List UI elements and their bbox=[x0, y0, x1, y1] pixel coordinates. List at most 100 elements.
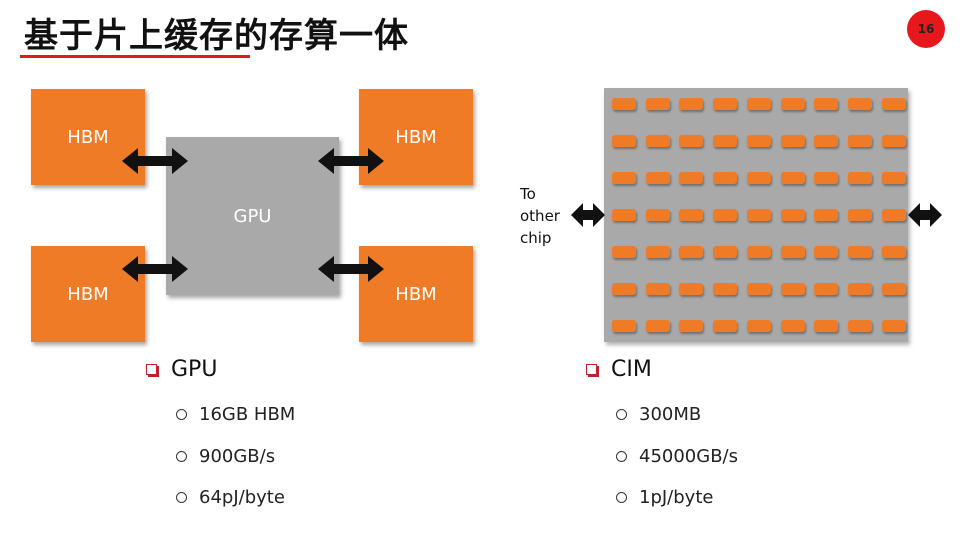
arrow-hbm-gpu-top-left bbox=[122, 148, 188, 174]
circle-bullet-icon bbox=[176, 451, 187, 462]
memory-cell bbox=[746, 135, 771, 147]
memory-cell bbox=[612, 98, 636, 110]
memory-cell bbox=[881, 320, 906, 332]
memory-cell bbox=[814, 172, 839, 184]
memory-cell bbox=[679, 283, 704, 295]
gpu-heading-text: GPU bbox=[171, 357, 218, 382]
memory-cell bbox=[881, 209, 906, 221]
memory-cell bbox=[814, 283, 839, 295]
cim-item-text: 300MB bbox=[639, 404, 702, 425]
hbm-block-bottom-left: HBM bbox=[31, 246, 145, 342]
memory-cell bbox=[746, 246, 771, 258]
memory-cell bbox=[881, 135, 906, 147]
arrow-hbm-gpu-top-right bbox=[318, 148, 384, 174]
memory-cell bbox=[679, 135, 704, 147]
cim-list-item: 45000GB/s bbox=[616, 446, 738, 467]
memory-cell bbox=[713, 320, 738, 332]
memory-cell bbox=[881, 172, 906, 184]
side-note-line: To bbox=[520, 185, 536, 203]
memory-cell bbox=[713, 283, 738, 295]
cim-heading-text: CIM bbox=[611, 357, 652, 382]
memory-cell bbox=[645, 172, 670, 184]
memory-cell bbox=[713, 172, 738, 184]
memory-cell bbox=[780, 246, 805, 258]
memory-cell bbox=[780, 135, 805, 147]
hbm-block-top-right: HBM bbox=[359, 89, 473, 185]
memory-cell bbox=[847, 283, 872, 295]
memory-cell bbox=[612, 320, 636, 332]
side-note-line: chip bbox=[520, 229, 552, 247]
gpu-list-heading: GPU bbox=[146, 357, 217, 382]
checkbox-bullet-icon bbox=[146, 364, 157, 375]
circle-bullet-icon bbox=[176, 409, 187, 420]
gpu-item-text: 64pJ/byte bbox=[199, 487, 285, 508]
memory-cell bbox=[713, 209, 738, 221]
side-note-line: other bbox=[520, 207, 560, 225]
memory-cell bbox=[847, 172, 872, 184]
gpu-list-item: 64pJ/byte bbox=[176, 487, 285, 508]
memory-cell bbox=[645, 98, 670, 110]
memory-cell bbox=[780, 98, 805, 110]
circle-bullet-icon bbox=[616, 492, 627, 503]
memory-cell bbox=[645, 283, 670, 295]
arrow-hbm-gpu-bottom-left bbox=[122, 256, 188, 282]
memory-cell bbox=[612, 172, 636, 184]
cim-list-heading: CIM bbox=[586, 357, 652, 382]
gpu-item-text: 16GB HBM bbox=[199, 404, 296, 425]
memory-cell bbox=[780, 320, 805, 332]
memory-cell bbox=[814, 320, 839, 332]
gpu-list-item: 16GB HBM bbox=[176, 404, 295, 425]
memory-cell bbox=[881, 246, 906, 258]
cim-list-item: 300MB bbox=[616, 404, 701, 425]
circle-bullet-icon bbox=[176, 492, 187, 503]
memory-cell bbox=[847, 135, 872, 147]
memory-cell bbox=[713, 246, 738, 258]
arrow-cim-right bbox=[908, 203, 942, 227]
memory-cell bbox=[645, 246, 670, 258]
memory-cell bbox=[612, 135, 636, 147]
memory-cell bbox=[847, 209, 872, 221]
memory-cell bbox=[679, 246, 704, 258]
cim-item-text: 45000GB/s bbox=[639, 446, 738, 467]
memory-cell bbox=[713, 135, 738, 147]
memory-cell bbox=[746, 98, 771, 110]
gpu-item-text: 900GB/s bbox=[199, 446, 276, 467]
memory-cell bbox=[645, 209, 670, 221]
memory-cell bbox=[847, 320, 872, 332]
memory-cell bbox=[645, 135, 670, 147]
arrow-hbm-gpu-bottom-right bbox=[318, 256, 384, 282]
hbm-block-top-left: HBM bbox=[31, 89, 145, 185]
memory-cell bbox=[847, 98, 872, 110]
memory-cell bbox=[679, 98, 704, 110]
memory-cell bbox=[612, 283, 636, 295]
memory-cell bbox=[881, 98, 906, 110]
memory-cell bbox=[746, 209, 771, 221]
slide-title: 基于片上缓存的存算一体 bbox=[24, 16, 409, 56]
title-underline bbox=[20, 55, 250, 58]
memory-cell bbox=[780, 209, 805, 221]
memory-cell bbox=[746, 172, 771, 184]
arrow-cim-left bbox=[571, 203, 605, 227]
memory-cell bbox=[814, 209, 839, 221]
memory-cell bbox=[780, 172, 805, 184]
memory-cell bbox=[713, 98, 738, 110]
memory-cell bbox=[679, 320, 704, 332]
cim-chip bbox=[604, 88, 908, 342]
hbm-block-bottom-right: HBM bbox=[359, 246, 473, 342]
memory-cell bbox=[780, 283, 805, 295]
memory-cell bbox=[814, 246, 839, 258]
memory-cell bbox=[746, 320, 771, 332]
to-other-chip-note: To other chip bbox=[520, 183, 560, 249]
memory-cell bbox=[881, 283, 906, 295]
memory-cell bbox=[679, 209, 704, 221]
checkbox-bullet-icon bbox=[586, 364, 597, 375]
circle-bullet-icon bbox=[616, 451, 627, 462]
memory-cell bbox=[746, 283, 771, 295]
memory-cell bbox=[679, 172, 704, 184]
cim-list-item: 1pJ/byte bbox=[616, 487, 713, 508]
cim-item-text: 1pJ/byte bbox=[639, 487, 714, 508]
page-number-badge: 16 bbox=[907, 10, 945, 48]
memory-cell bbox=[645, 320, 670, 332]
gpu-block: GPU bbox=[166, 137, 339, 295]
memory-cell bbox=[814, 135, 839, 147]
